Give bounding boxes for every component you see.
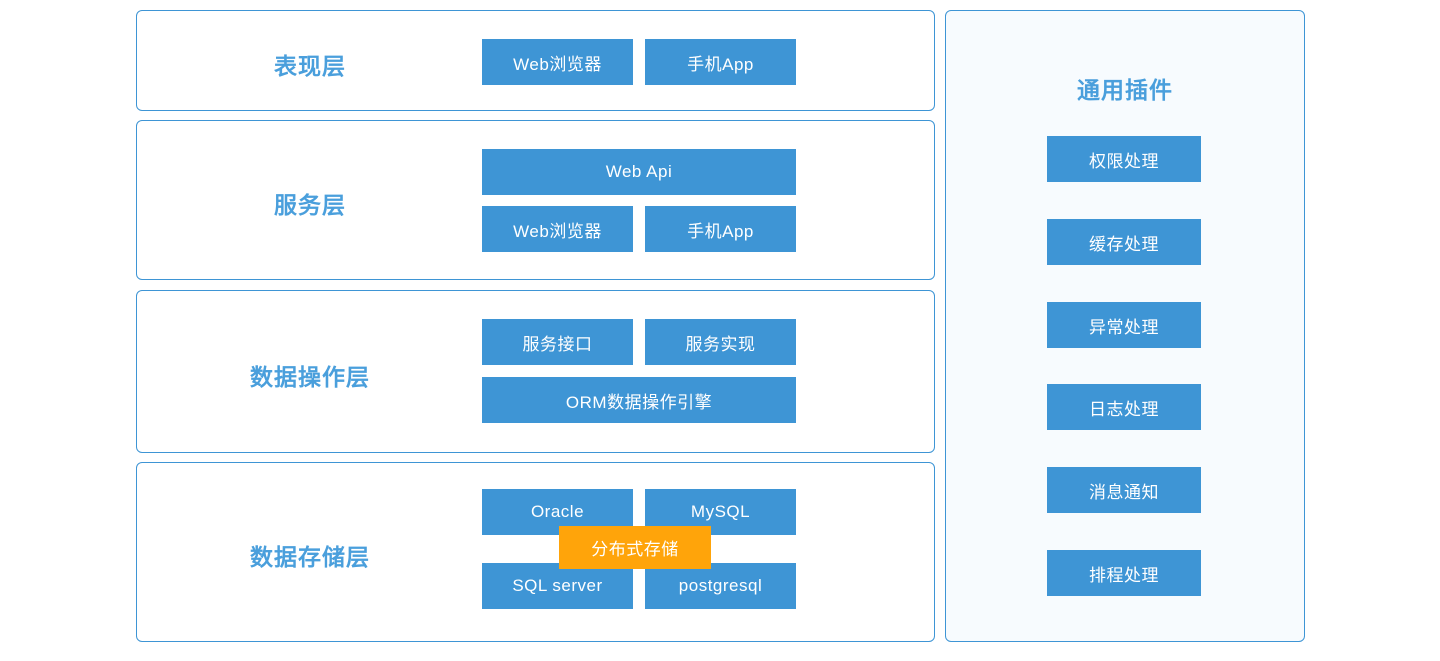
plugins-panel: 通用插件 权限处理缓存处理异常处理日志处理消息通知排程处理 <box>945 10 1305 642</box>
layer-title: 服务层 <box>274 192 346 218</box>
component-box[interactable]: Web浏览器 <box>482 206 633 252</box>
layer-body: Web浏览器手机App <box>482 11 796 110</box>
component-box[interactable]: 手机App <box>645 206 796 252</box>
component-box[interactable]: 服务接口 <box>482 319 633 365</box>
layer-title: 数据操作层 <box>250 363 370 390</box>
component-box[interactable]: SQL server <box>482 563 633 609</box>
component-box[interactable]: 服务实现 <box>645 319 796 365</box>
component-box[interactable]: ORM数据操作引擎 <box>482 377 796 423</box>
highlight-box-distributed-storage[interactable]: 分布式存储 <box>559 526 711 569</box>
component-box[interactable]: Web浏览器 <box>482 39 633 85</box>
layer-title: 数据存储层 <box>250 544 370 570</box>
plugin-box[interactable]: 异常处理 <box>1047 302 1201 348</box>
plugin-box[interactable]: 权限处理 <box>1047 136 1201 182</box>
component-box[interactable]: postgresql <box>645 563 796 609</box>
component-box[interactable]: 手机App <box>645 39 796 85</box>
layer-panel: 数据操作层 服务接口服务实现 ORM数据操作引擎 <box>136 290 935 453</box>
plugins-panel-title: 通用插件 <box>1077 77 1173 103</box>
layer-panel: 表现层 Web浏览器手机App <box>136 10 935 111</box>
plugin-box[interactable]: 消息通知 <box>1047 467 1201 513</box>
plugin-box[interactable]: 日志处理 <box>1047 384 1201 430</box>
layer-body: 服务接口服务实现 ORM数据操作引擎 <box>482 291 796 452</box>
component-box[interactable]: Web Api <box>482 149 796 195</box>
plugin-box[interactable]: 缓存处理 <box>1047 219 1201 265</box>
plugin-box[interactable]: 排程处理 <box>1047 550 1201 596</box>
layer-title: 表现层 <box>274 52 346 79</box>
